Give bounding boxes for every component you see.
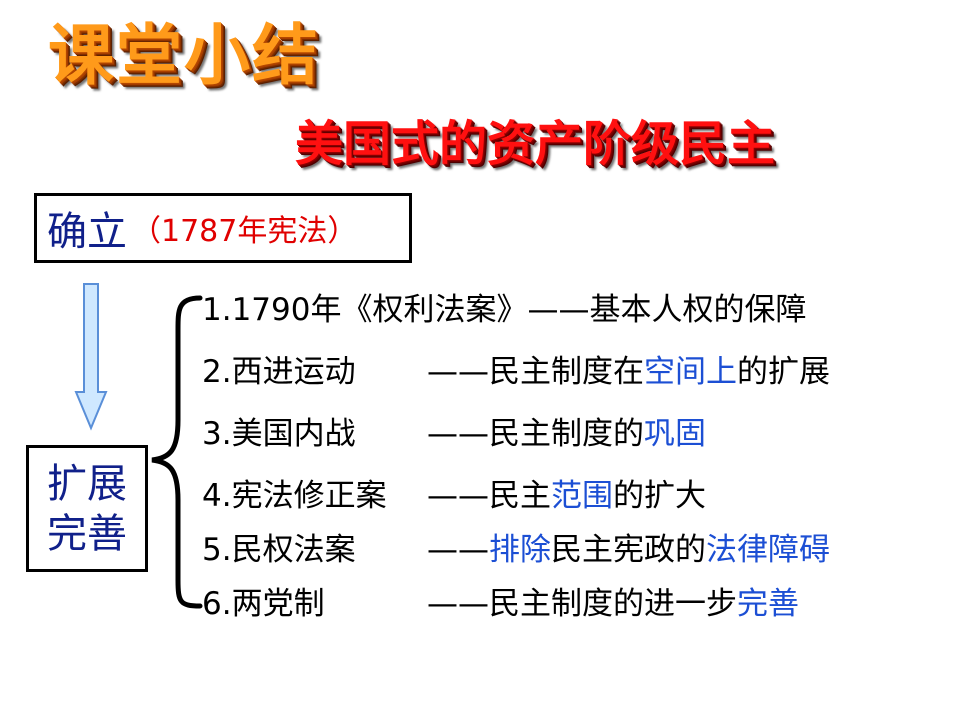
list-item: 5.民权法案 ——排除民主宪政的法律障碍 bbox=[202, 524, 830, 568]
expand-label-line2: 完善 bbox=[47, 510, 127, 557]
item-highlight: 空间上 bbox=[644, 354, 737, 390]
item-label: 4.宪法修正案 bbox=[202, 478, 387, 514]
item-text: 民主制度在 bbox=[489, 354, 644, 390]
item-label: 6.两党制 bbox=[202, 586, 325, 622]
item-label: 2.西进运动 bbox=[202, 354, 356, 390]
list-item: 4.宪法修正案 ——民主范围的扩大 bbox=[202, 470, 706, 514]
expand-box: 扩展 完善 bbox=[26, 445, 148, 572]
item-highlight: 巩固 bbox=[644, 416, 706, 452]
establish-note: （1787年宪法） bbox=[131, 214, 358, 249]
item-text: 基本人权的保障 bbox=[589, 292, 807, 328]
down-arrow-icon bbox=[74, 283, 108, 431]
item-dash: —— bbox=[427, 478, 489, 514]
expand-label-line1: 扩展 bbox=[47, 460, 127, 507]
item-highlight: 排除 bbox=[489, 532, 551, 568]
item-dash: —— bbox=[427, 586, 489, 622]
item-dash: —— bbox=[427, 416, 489, 452]
slide-subtitle: 美国式的资产阶级民主 bbox=[295, 116, 776, 172]
item-label: 5.民权法案 bbox=[202, 532, 356, 568]
list-item: 1.1790年《权利法案》——基本人权的保障 bbox=[202, 284, 806, 328]
item-text: 的扩大 bbox=[613, 478, 706, 514]
list-item: 3.美国内战 ——民主制度的巩固 bbox=[202, 408, 706, 452]
slide-title: 课堂小结 bbox=[48, 17, 320, 94]
item-highlight: 范围 bbox=[551, 478, 613, 514]
item-text: 的扩展 bbox=[737, 354, 830, 390]
item-dash: —— bbox=[527, 292, 590, 328]
item-label: 3.美国内战 bbox=[202, 416, 356, 452]
item-text: 民主宪政的 bbox=[551, 532, 706, 568]
item-dash: —— bbox=[427, 354, 489, 390]
item-text: 民主制度的 bbox=[489, 416, 644, 452]
list-item: 2.西进运动 ——民主制度在空间上的扩展 bbox=[202, 346, 830, 390]
item-label: 1.1790年《权利法案》 bbox=[202, 292, 528, 328]
list-item: 6.两党制 ——民主制度的进一步完善 bbox=[202, 578, 799, 622]
curly-brace-icon bbox=[151, 295, 203, 609]
item-highlight: 法律障碍 bbox=[706, 532, 830, 568]
item-dash: —— bbox=[427, 532, 489, 568]
item-text: 民主制度的进一步 bbox=[489, 586, 737, 622]
item-text: 民主 bbox=[489, 478, 551, 514]
establish-box: 确立 （1787年宪法） bbox=[34, 193, 412, 263]
establish-label: 确立 bbox=[47, 209, 127, 255]
item-highlight: 完善 bbox=[737, 586, 799, 622]
